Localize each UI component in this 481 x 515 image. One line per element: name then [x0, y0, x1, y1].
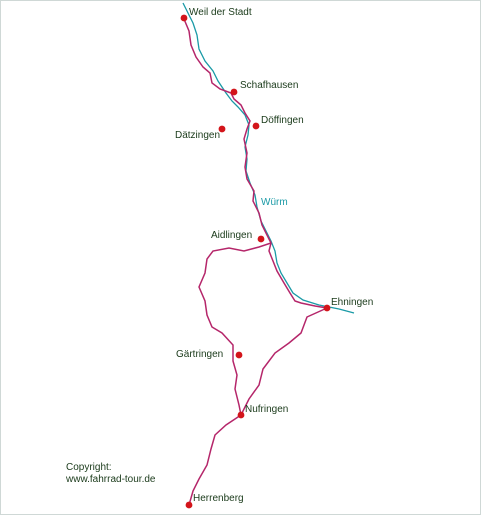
label-aidlingen: Aidlingen — [211, 230, 253, 241]
copyright-line-2[interactable]: www.fahrrad-tour.de — [66, 474, 156, 485]
label-daetzingen: Dätzingen — [175, 130, 221, 141]
town-marker-daetzingen[interactable] — [218, 125, 226, 133]
river-wuerm-line — [182, 2, 355, 314]
label-gaertringen: Gärtringen — [176, 349, 224, 360]
town-marker-gaertringen[interactable] — [235, 351, 243, 359]
route-ehningen-nufringen-line — [240, 307, 328, 416]
label-schafhausen: Schafhausen — [240, 80, 299, 91]
town-marker-nufringen[interactable] — [237, 411, 245, 419]
route-loop-line — [198, 242, 272, 416]
copyright-line-1: Copyright: — [66, 462, 112, 473]
town-marker-herrenberg[interactable] — [185, 501, 193, 509]
town-marker-schafhausen[interactable] — [230, 88, 238, 96]
town-marker-aidlingen[interactable] — [257, 235, 265, 243]
label-nufringen: Nufringen — [245, 404, 289, 415]
copyright-notice: Copyright: www.fahrrad-tour.de — [66, 462, 156, 486]
label-river-wuerm: Würm — [261, 197, 288, 208]
route-nufringen-herrenberg-line — [188, 414, 242, 506]
label-ehningen: Ehningen — [331, 297, 374, 308]
label-herrenberg: Herrenberg — [193, 493, 244, 504]
town-marker-ehningen[interactable] — [323, 304, 331, 312]
route-main-line — [183, 18, 328, 309]
label-weil-der-stadt: Weil der Stadt — [189, 7, 252, 18]
town-marker-doeffingen[interactable] — [252, 122, 260, 130]
town-marker-weil-der-stadt[interactable] — [180, 14, 188, 22]
label-doeffingen: Döffingen — [261, 115, 304, 126]
